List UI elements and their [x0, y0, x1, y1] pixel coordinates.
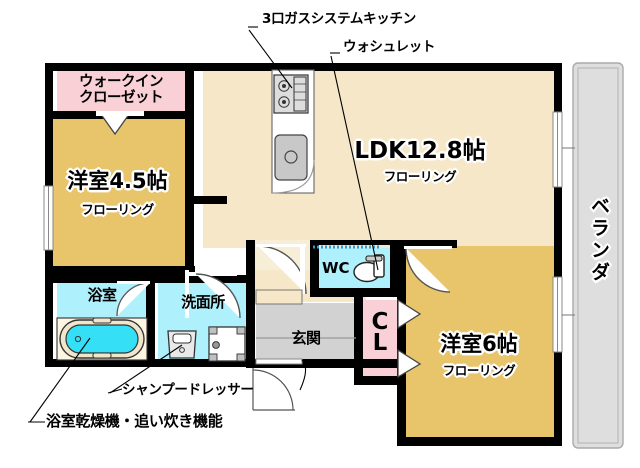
leader-entrance-note [299, 359, 307, 391]
room-fill-balcony [572, 62, 624, 449]
room-label-entrance: 玄関 [291, 329, 321, 347]
door-swing-washroom-hall [252, 369, 294, 411]
callout-gas-kitchen: 3口ガスシステムキッチン [262, 11, 416, 27]
wall-bedroom6-left [397, 240, 406, 445]
fixture-kitchen [271, 69, 315, 194]
door-swing-bedroom6 [405, 247, 451, 293]
window-group [43, 111, 575, 353]
door-swing-bedroom45 [195, 273, 241, 319]
wic-label-line2: クローゼット [79, 90, 164, 107]
wall-washroom-right [246, 275, 255, 367]
wall-wc-top [310, 240, 400, 245]
cl-door-chevron-bottom [397, 348, 422, 379]
bathtub-water [65, 324, 139, 354]
wall-top-outer [45, 63, 561, 71]
wall-right-ldk-upper [554, 63, 562, 113]
room-fill-ldk [203, 63, 561, 248]
gas-stove [273, 74, 309, 114]
fixture-toilet-bowl [353, 254, 385, 283]
wall-entrance-bottom [246, 359, 406, 368]
room-label-ldk: LDK12.8帖 [353, 137, 488, 165]
room-fill-washitsu-4-5 [45, 117, 185, 272]
fixture-vanity-sink [167, 330, 197, 359]
room-label-closet-cl: C L [362, 309, 398, 357]
wall-ldk-left-lower [246, 240, 255, 280]
cl-label-line1: C [371, 309, 389, 335]
wall-bedroom45-bottom [45, 266, 195, 275]
balcony-inner-edge [577, 67, 619, 444]
callout-leader-lines [28, 26, 379, 423]
room-label-washitsu-4-5: 洋室4.5帖 [66, 168, 170, 194]
room-label-washroom: 洗面所 [181, 293, 225, 311]
room-sub-washitsu-4-5: フローリング [81, 202, 154, 217]
wall-cl-left [354, 296, 363, 384]
room-sub-ldk: フローリング [383, 169, 457, 184]
wall-left-lower [45, 277, 53, 367]
wall-wc-left [310, 240, 319, 296]
wall-bedroom6-bottom [397, 437, 562, 446]
fixture-bathtub [56, 317, 148, 361]
room-fill-entrance [256, 303, 356, 361]
wall-right-ldk-mid [554, 186, 562, 248]
wall-bedroom6-top [397, 240, 457, 248]
cl-label-line2: L [372, 330, 388, 357]
wall-left-mid [45, 248, 53, 278]
callout-washlet: ウォシュレット [343, 39, 436, 55]
wall-wc-right [390, 240, 399, 296]
wall-bath-washroom-divider [146, 277, 155, 367]
room-label-washitsu-6: 洋室6帖 [438, 331, 519, 357]
wall-left-upper [45, 63, 53, 188]
wall-cl-bottom [354, 376, 406, 385]
wic-label-line1: ウォークイン [79, 74, 164, 90]
callout-bath-dryer: 浴室乾燥機・追い炊き機能 [46, 412, 223, 430]
room-label-toilet: WC [322, 259, 350, 277]
entrance-door-frame [255, 358, 303, 365]
door-group [96, 111, 452, 411]
room-fill-walk-in-closet [57, 69, 185, 113]
wall-nub-hall [194, 196, 227, 204]
room-sub-washitsu-6: フローリング [442, 363, 516, 378]
callout-shampoo-dresser: シャンプードレッサー [122, 382, 254, 398]
fixture-washing-machine-pan [208, 326, 246, 362]
wall-bedroom45-right [185, 63, 194, 273]
room-label-balcony: ベランダ [587, 196, 610, 284]
cl-door-chevron-top [397, 298, 422, 330]
wall-top-bath-block [45, 275, 255, 283]
wall-wc-bottom [310, 288, 400, 297]
room-label-walk-in-closet: ウォークイン クローゼット [57, 74, 185, 106]
shoebox [255, 289, 303, 305]
room-label-bathroom: 浴室 [87, 286, 117, 304]
